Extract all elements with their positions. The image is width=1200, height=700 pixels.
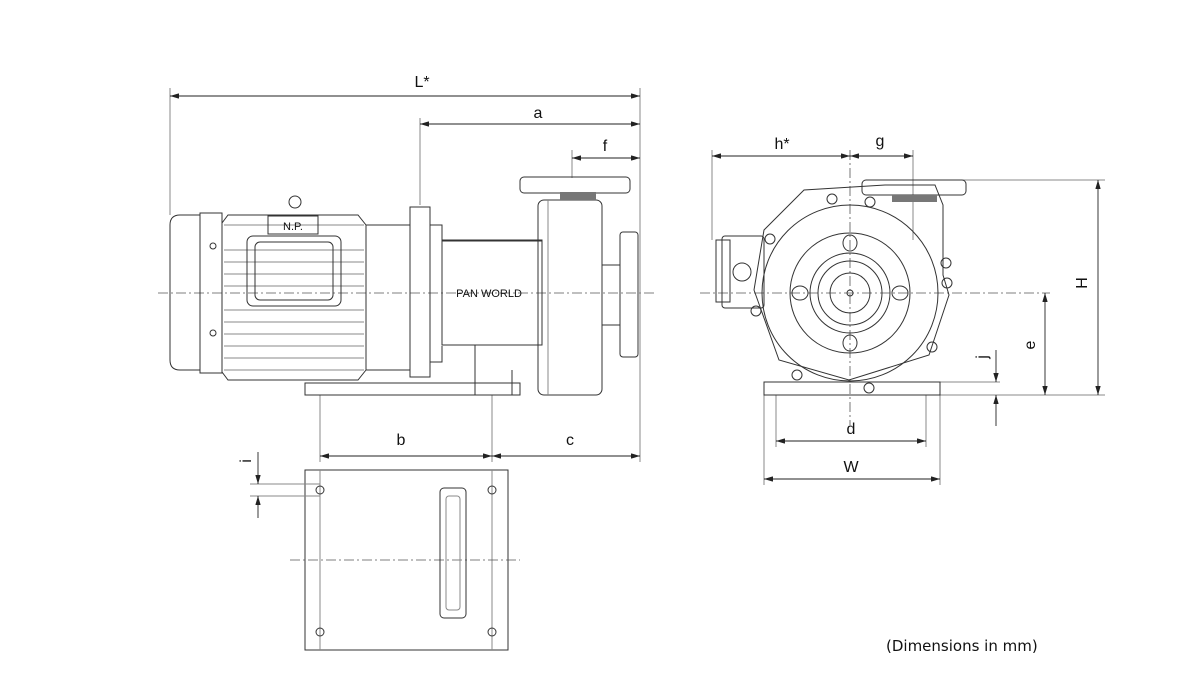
suction-flange bbox=[519, 176, 631, 194]
dim-b: b bbox=[397, 432, 406, 449]
dim-c: c bbox=[566, 432, 574, 449]
dim-f: f bbox=[603, 138, 608, 155]
dim-L: L* bbox=[414, 74, 429, 91]
dim-W: W bbox=[843, 459, 859, 476]
base-bottom-view: i bbox=[238, 452, 520, 651]
dim-h: h* bbox=[774, 136, 789, 153]
terminal-box bbox=[246, 235, 342, 307]
fan-cover bbox=[169, 214, 201, 371]
units-note: (Dimensions in mm) bbox=[886, 637, 1038, 655]
dim-H: H bbox=[1074, 277, 1091, 289]
dim-a: a bbox=[534, 105, 543, 122]
front-flange bbox=[861, 179, 967, 196]
motor-flange bbox=[409, 206, 431, 378]
side-view: N.P. PAN WORLD L* a f b c bbox=[158, 74, 655, 462]
front-base bbox=[763, 381, 941, 396]
discharge-flange bbox=[619, 231, 639, 358]
motor-body bbox=[221, 214, 367, 381]
base-plate bbox=[304, 382, 521, 396]
eyebolt bbox=[288, 195, 302, 209]
dim-d: d bbox=[847, 421, 856, 438]
front-view: h* g H e j d W bbox=[700, 133, 1105, 485]
nameplate-label: N.P. bbox=[283, 221, 303, 233]
brand-text: PAN WORLD bbox=[456, 288, 522, 300]
dim-j: j bbox=[974, 355, 991, 360]
dim-i: i bbox=[238, 459, 255, 463]
casing-outline bbox=[753, 184, 950, 381]
dim-e: e bbox=[1022, 340, 1039, 349]
casing-circle bbox=[761, 204, 939, 382]
dim-g: g bbox=[876, 133, 885, 150]
